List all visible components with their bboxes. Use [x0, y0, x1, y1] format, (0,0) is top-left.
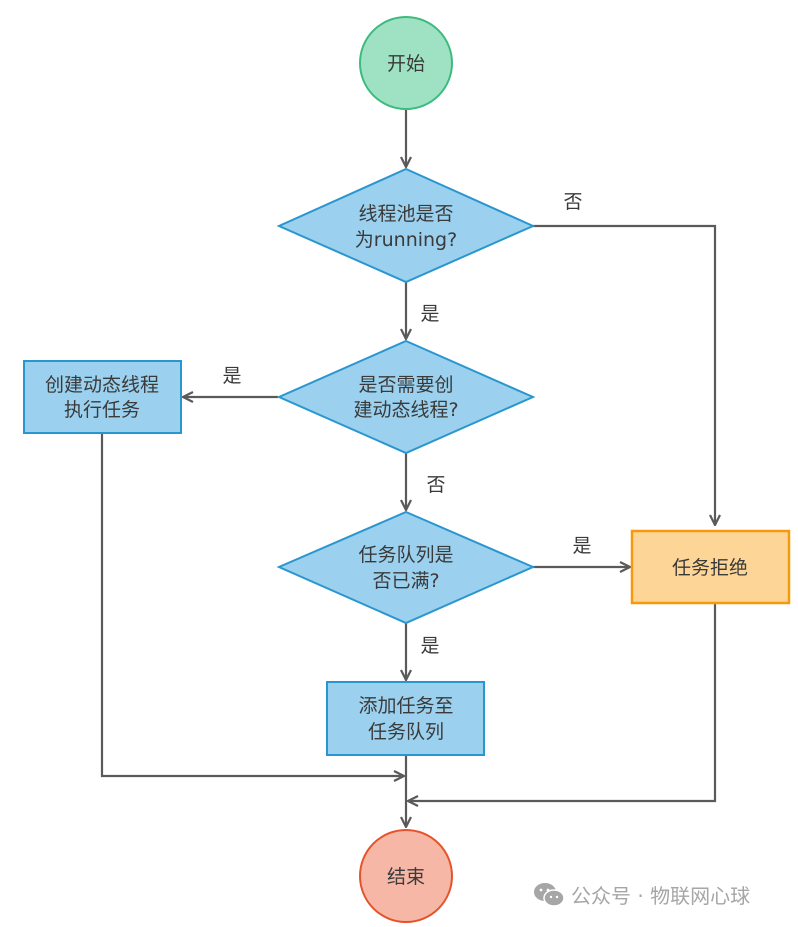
- process-create-dynamic-line1: 创建动态线程: [45, 374, 159, 396]
- process-reject-label: 任务拒绝: [672, 557, 748, 579]
- label-running-yes: 是: [420, 303, 439, 325]
- decision-is-running-line2: 为running?: [355, 229, 457, 251]
- end-label: 结束: [387, 866, 425, 888]
- label-dynamic-no: 否: [426, 474, 445, 496]
- process-reject: 任务拒绝: [630, 529, 791, 605]
- label-running-no: 否: [563, 191, 582, 213]
- start-node: 开始: [359, 16, 453, 110]
- decision-need-dynamic-line1: 是否需要创: [358, 374, 453, 396]
- end-node: 结束: [359, 829, 453, 923]
- label-queue-yes: 是: [572, 535, 591, 557]
- decision-queue-full: 任务队列是 否已满?: [276, 510, 536, 625]
- process-add-queue-line2: 任务队列: [368, 721, 444, 743]
- edge-create-to-end: [100, 433, 404, 776]
- process-create-dynamic: 创建动态线程 执行任务: [23, 360, 182, 434]
- edge-running-no-to-reject: [533, 224, 715, 525]
- wechat-icon: [534, 882, 565, 907]
- watermark: 公众号 · 物联网心球: [533, 880, 750, 909]
- process-add-queue: 添加任务至 任务队列: [326, 681, 485, 756]
- decision-is-running-line1: 线程池是否: [358, 203, 453, 225]
- decision-queue-full-line1: 任务队列是: [358, 544, 453, 566]
- process-create-dynamic-line2: 执行任务: [64, 399, 140, 421]
- decision-need-dynamic-line2: 建动态线程?: [353, 399, 458, 421]
- decision-need-dynamic: 是否需要创 建动态线程?: [276, 339, 536, 455]
- decision-is-running: 线程池是否 为running?: [276, 167, 536, 284]
- decision-queue-full-line2: 否已满?: [372, 570, 439, 592]
- watermark-text: 公众号 · 物联网心球: [571, 884, 751, 908]
- process-add-queue-line1: 添加任务至: [358, 695, 453, 717]
- label-dynamic-yes: 是: [222, 365, 241, 387]
- start-label: 开始: [387, 53, 425, 75]
- edge-reject-to-end: [408, 603, 717, 801]
- label-queue-no: 是: [420, 635, 439, 657]
